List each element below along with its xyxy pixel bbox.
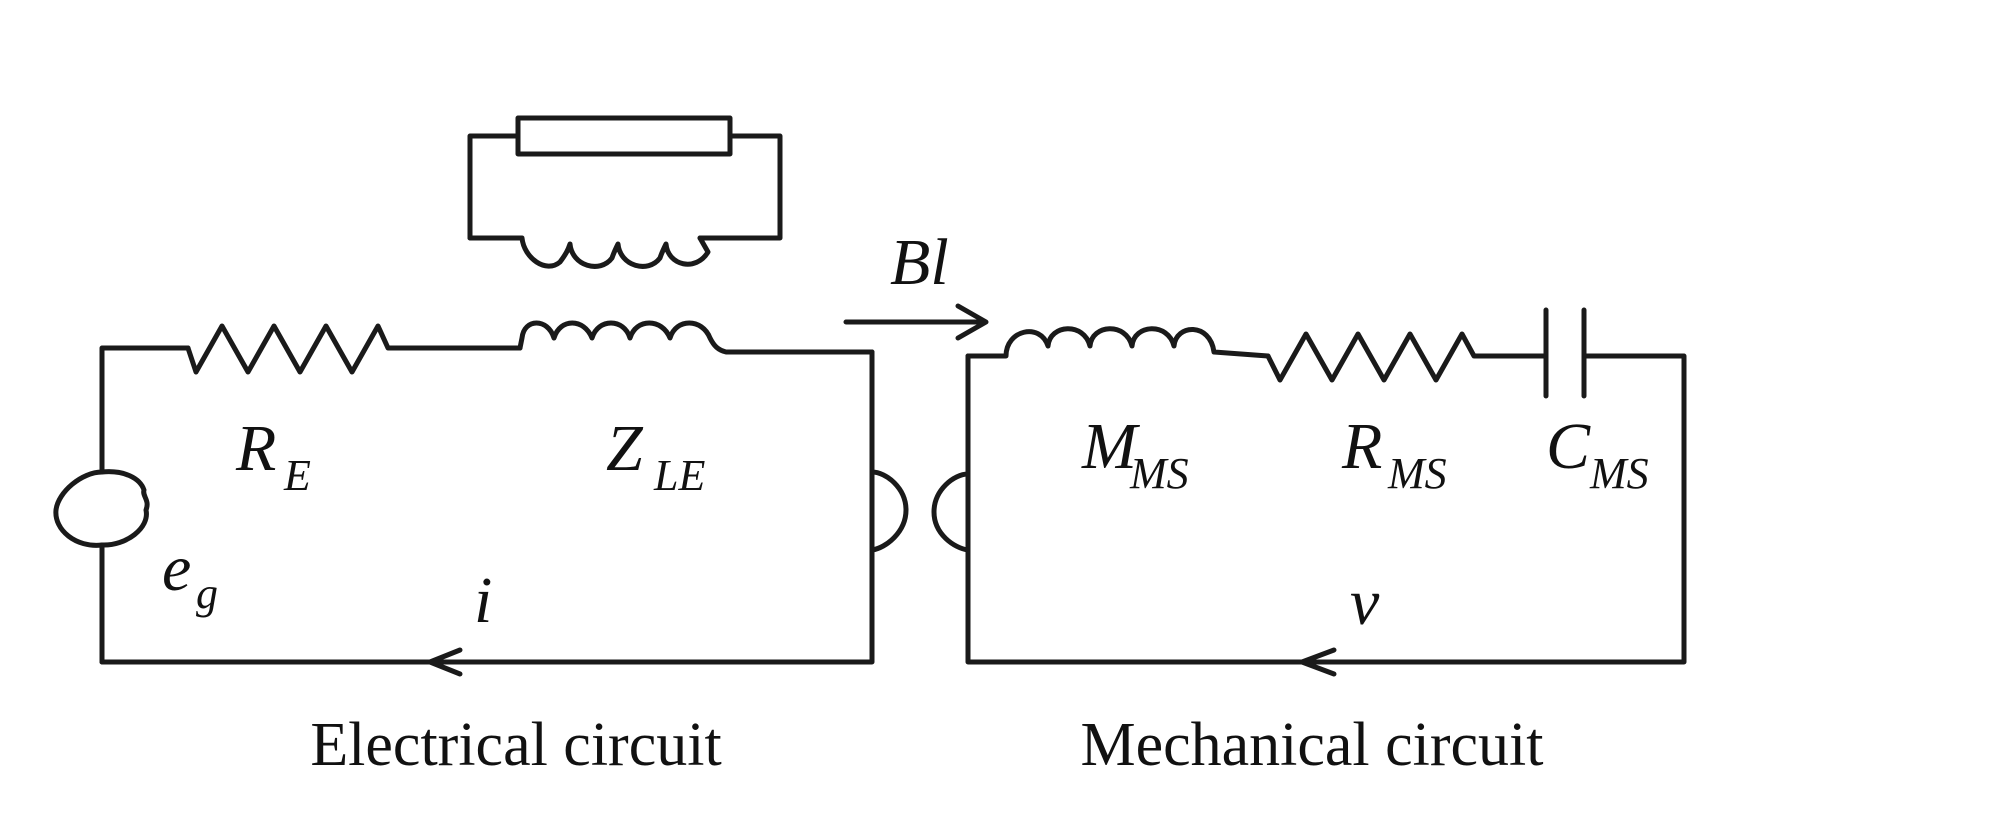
eddy-loop-coil [467,235,711,269]
gyrator-left-arc [869,469,909,553]
resistance-label: R [1341,410,1382,483]
gyrator-right-arc [931,471,971,553]
source-label: e [162,532,191,605]
coupling-label: Bl [890,226,949,299]
compliance-label: C [1546,410,1591,483]
compliance-subscript: MS [1589,449,1649,498]
compliance-cms-symbol [1543,307,1587,399]
mechanical-caption: Mechanical circuit [1080,711,1543,779]
mechanical-left-bottom-wire [965,353,1687,665]
impedance-subscript: LE [653,451,705,500]
voltage-source-symbol [53,469,150,548]
coupling-arrow [843,303,989,341]
resistor-re-symbol [185,323,523,375]
current-arrow [427,647,463,677]
mass-subscript: MS [1129,449,1189,498]
velocity-arrow [1299,647,1337,677]
impedance-label: Z [606,412,644,485]
electrical-circuit: e g R E Z LE i Electrical circuit [53,115,875,779]
inductor-zle-symbol [517,320,875,355]
resistor-re-label: R [235,412,276,485]
electrical-caption: Electrical circuit [310,711,721,779]
coupling: Bl [843,226,989,553]
mass-mms-symbol [965,326,1271,359]
current-label: i [474,564,492,637]
mass-label: M [1081,410,1141,483]
resistance-rms-symbol [1265,331,1549,383]
source-subscript: g [196,569,218,618]
electrical-left-wire [99,345,191,665]
eddy-loop-wire [467,133,783,241]
electrical-right-bottom-wire [99,349,875,665]
eddy-loop-resistor [515,115,733,157]
resistance-subscript: MS [1387,449,1447,498]
velocity-label: v [1350,566,1380,639]
resistor-re-subscript: E [283,451,311,500]
mechanical-circuit: M MS R MS C MS v Mechanical circuit [965,307,1687,779]
